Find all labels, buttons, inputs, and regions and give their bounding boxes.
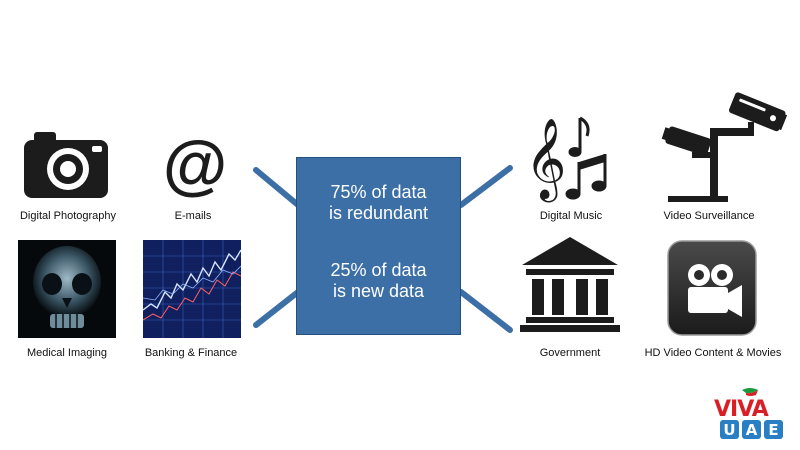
svg-text:VIVA: VIVA	[714, 397, 769, 422]
connector-bottom-right	[458, 289, 513, 333]
center-line-2: is redundant	[328, 203, 429, 223]
skull-xray-image	[18, 240, 116, 338]
stock-chart-image	[143, 240, 241, 338]
caption-government: Government	[539, 347, 601, 359]
caption-medical-imaging: Medical Imaging	[26, 347, 108, 359]
government-building-icon	[520, 237, 620, 332]
connector-top-left	[253, 167, 301, 208]
center-line-1: 75% of data	[330, 182, 427, 202]
caption-digital-photography: Digital Photography	[19, 210, 117, 222]
svg-text:A: A	[746, 421, 758, 439]
camera-icon	[24, 132, 108, 198]
caption-video-surveillance: Video Surveillance	[663, 210, 755, 222]
center-line-4: is new data	[332, 281, 425, 301]
caption-digital-music: Digital Music	[539, 210, 603, 222]
center-summary-box: 75% of data is redundant 25% of data is …	[296, 157, 461, 335]
viva-uae-logo: VIVA U A E	[714, 388, 783, 439]
music-notes-icon: 𝄞	[525, 116, 607, 202]
caption-e-mails: E-mails	[174, 210, 212, 222]
center-line-3: 25% of data	[330, 260, 427, 280]
svg-text:E: E	[768, 421, 778, 439]
at-sign-icon: @	[162, 127, 228, 201]
caption-banking-finance: Banking & Finance	[144, 347, 238, 359]
svg-text:𝄞: 𝄞	[525, 117, 566, 202]
video-camera-icon	[667, 240, 757, 336]
connector-bottom-left	[253, 289, 301, 328]
caption-hd-video-content-movies: HD Video Content & Movies	[644, 347, 782, 359]
security-camera-icon	[661, 92, 788, 202]
svg-text:U: U	[723, 421, 735, 439]
connector-top-right	[458, 165, 513, 208]
